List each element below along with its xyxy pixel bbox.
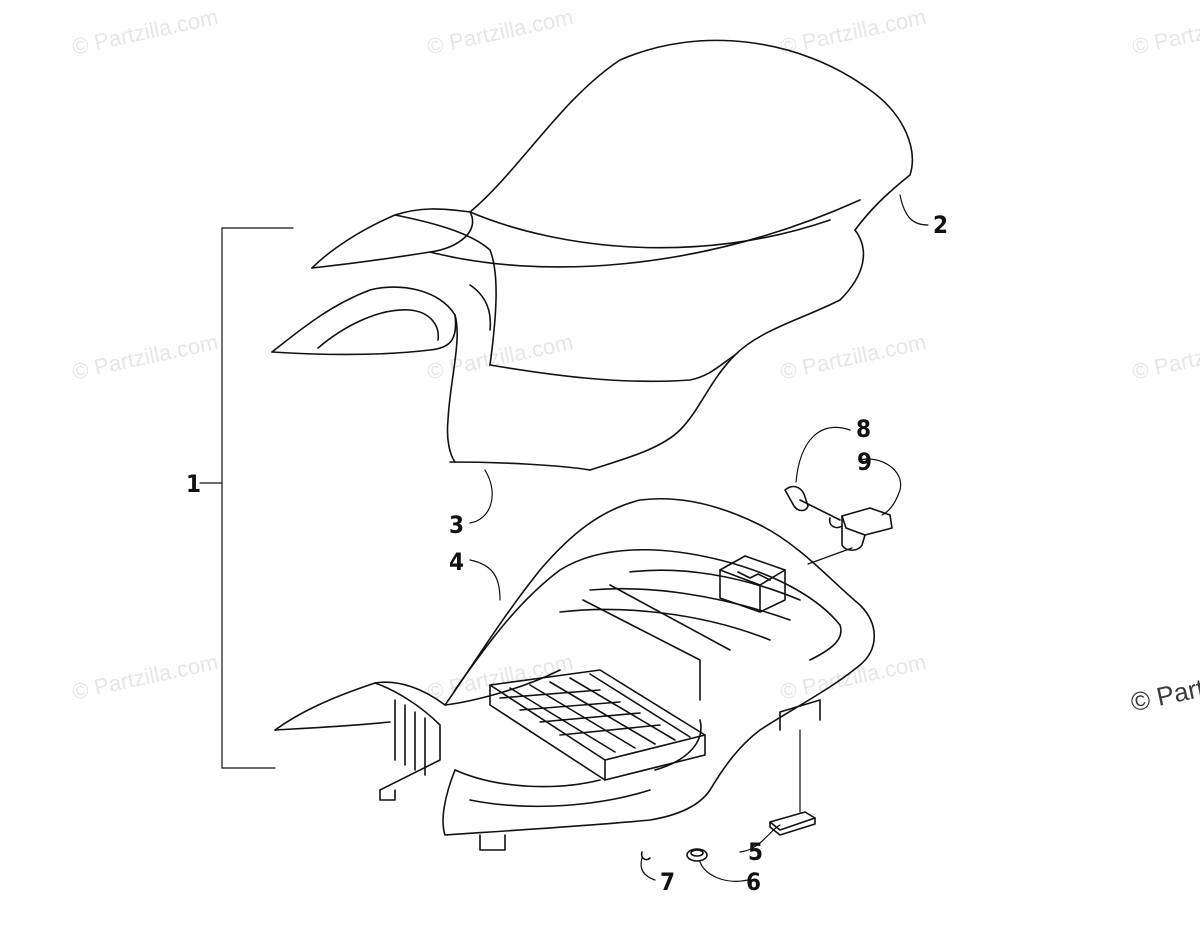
callout-6: 6 xyxy=(746,868,761,896)
seat-cover-outline xyxy=(271,39,914,471)
latch-pin-part xyxy=(784,485,843,529)
seat-base-outline xyxy=(274,497,875,851)
leader-lines xyxy=(199,194,929,882)
callout-5: 5 xyxy=(748,838,763,866)
callout-2: 2 xyxy=(933,211,948,239)
clip-part xyxy=(640,851,651,861)
latch-bracket-part xyxy=(841,507,893,552)
grommet-part xyxy=(686,848,708,862)
callout-3: 3 xyxy=(449,511,464,539)
callout-1: 1 xyxy=(186,470,201,498)
callout-4: 4 xyxy=(449,548,464,576)
foot-pad-part xyxy=(769,811,816,836)
callout-8: 8 xyxy=(856,415,871,443)
callout-9: 9 xyxy=(857,448,872,476)
callout-7: 7 xyxy=(660,868,675,896)
